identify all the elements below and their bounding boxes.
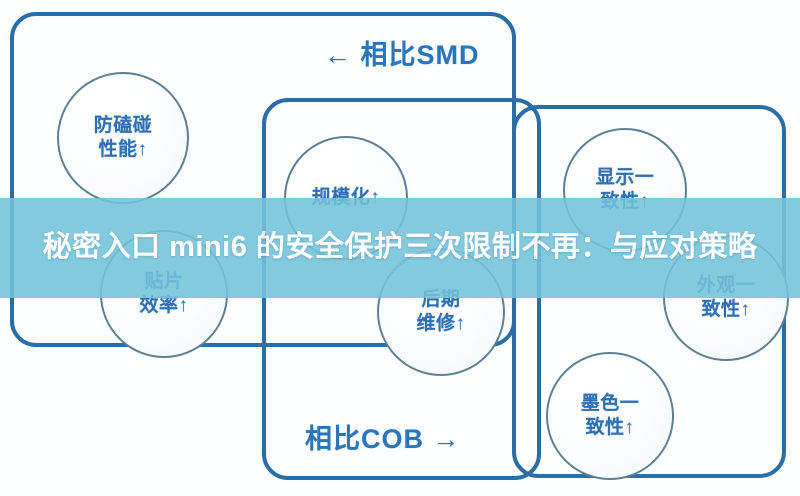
caption-smd-label: 相比SMD: [360, 40, 480, 70]
arrow-right-icon: →: [432, 424, 461, 454]
banner-title-text: 秘密入口 mini6 的安全保护三次限制不再：与应对策略: [42, 231, 758, 264]
caption-cob: 相比COB →: [305, 417, 461, 456]
node-ink-color-consistency: 墨色一 致性↑: [546, 352, 674, 480]
arrow-left-icon: ←: [324, 40, 352, 70]
caption-smd: ← 相比SMD: [324, 33, 480, 72]
title-banner-overlay: 秘密入口 mini6 的安全保护三次限制不再：与应对策略: [0, 198, 800, 298]
node-label: 墨色一 致性↑: [580, 392, 640, 438]
node-label: 防磕碰 性能↑: [93, 114, 153, 160]
node-anti-collision: 防磕碰 性能↑: [57, 72, 189, 204]
caption-cob-label: 相比COB: [305, 424, 424, 454]
